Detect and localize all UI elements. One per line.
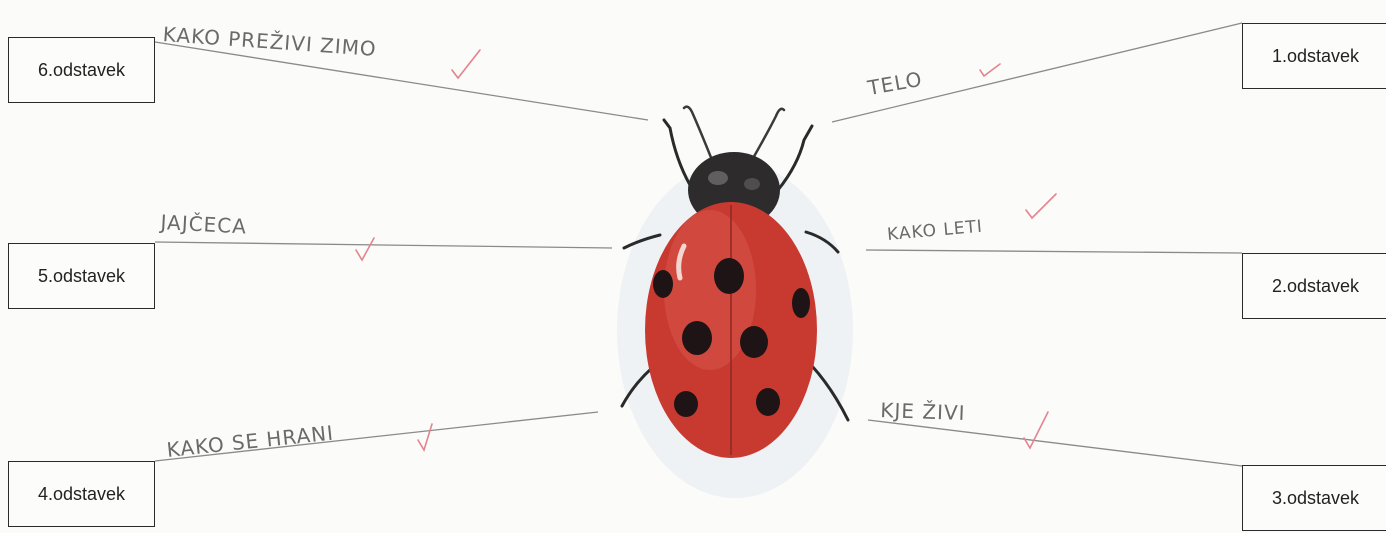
checkmark-4 — [418, 424, 432, 450]
connector-line-6 — [155, 42, 648, 120]
paragraph-box-4: 4.odstavek — [8, 461, 155, 527]
connector-line-3 — [868, 420, 1242, 466]
paragraph-box-6: 6.odstavek — [8, 37, 155, 103]
ladybug-illustration — [617, 107, 853, 498]
checkmark-5 — [356, 238, 374, 260]
checkmark-6 — [452, 50, 480, 78]
handwritten-label-3: KJE ŽIVI — [880, 398, 966, 425]
handwritten-label-5: JAJČECA — [160, 210, 248, 238]
checkmark-2 — [1026, 194, 1056, 218]
checkmark-3 — [1024, 412, 1048, 448]
paragraph-box-2: 2.odstavek — [1242, 253, 1386, 319]
checkmark-1 — [980, 64, 1000, 76]
connector-line-2 — [866, 250, 1242, 253]
paragraph-box-5: 5.odstavek — [8, 243, 155, 309]
connector-line-5 — [155, 242, 612, 248]
paragraph-box-3: 3.odstavek — [1242, 465, 1386, 531]
paragraph-box-1: 1.odstavek — [1242, 23, 1386, 89]
